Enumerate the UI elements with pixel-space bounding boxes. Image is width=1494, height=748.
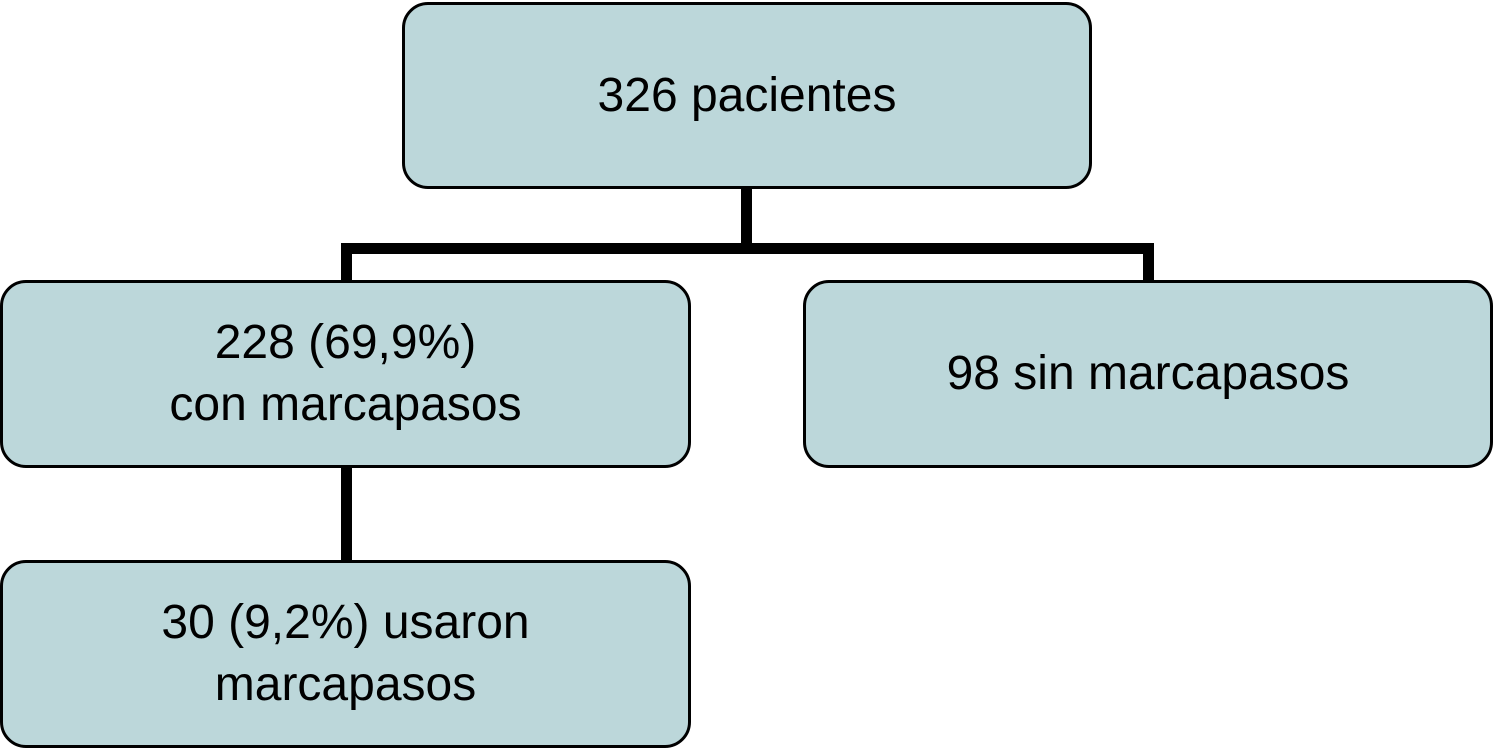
without-pacemaker-node: 98 sin marcapasos xyxy=(803,280,1493,468)
connector-left-to-bottom xyxy=(341,465,352,564)
root-node-label: 326 pacientes xyxy=(597,68,897,122)
root-node: 326 pacientes xyxy=(402,2,1092,189)
with-pacemaker-count: 228 (69,9%) xyxy=(214,316,477,369)
without-pacemaker-label: 98 sin marcapasos xyxy=(946,347,1350,400)
used-pacemaker-label: marcapasos xyxy=(214,658,477,711)
connector-left-down xyxy=(341,243,352,283)
used-pacemaker-count: 30 (9,2%) usaron xyxy=(161,596,530,649)
connector-right-down xyxy=(1143,243,1154,283)
with-pacemaker-node: 228 (69,9%) con marcapasos xyxy=(0,280,691,468)
used-pacemaker-node: 30 (9,2%) usaron marcapasos xyxy=(0,560,691,748)
connector-root-down xyxy=(741,186,752,252)
connector-horizontal xyxy=(341,243,1154,254)
with-pacemaker-label: con marcapasos xyxy=(169,378,522,431)
